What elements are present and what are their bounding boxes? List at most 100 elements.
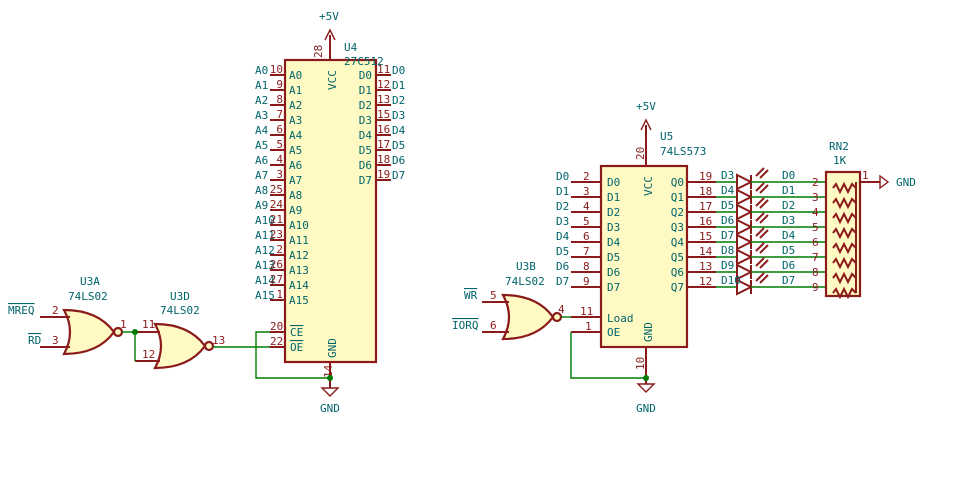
u5-wiring [561, 316, 649, 381]
led-diode-symbol [736, 188, 754, 206]
u5-output-pin-num: 17 [699, 200, 712, 213]
u4-data-net: D6 [392, 154, 405, 167]
led-net: D1 [782, 184, 795, 197]
u3d-nor-gate: U3D 74LS02 11 12 13 [135, 290, 225, 370]
u5-input-pin-num: 8 [583, 260, 590, 273]
u4-addr-pin-num: 1 [276, 288, 283, 301]
u5-power-label: +5V [636, 100, 656, 113]
u4-addr-pin-num: 4 [276, 153, 283, 166]
u4-addr-net: A0 [255, 64, 268, 77]
u4-data-net: D5 [392, 139, 405, 152]
u5-output-pin-name: Q0 [671, 176, 684, 189]
led-emission-arrows [755, 227, 769, 239]
u5-input-pin-num: 9 [583, 275, 590, 288]
u4-addr-pin-name: A14 [289, 279, 309, 292]
u5-input-net: D5 [556, 245, 569, 258]
u5-output-pin-name: Q1 [671, 191, 684, 204]
u3-wiring [122, 329, 333, 381]
u4-addr-pin-name: A15 [289, 294, 309, 307]
u5-gnd-label: GND [642, 322, 655, 342]
rn2-pin-num: 8 [812, 266, 819, 279]
u4-data-pin-name: D6 [359, 159, 372, 172]
led-ref: D10 [721, 274, 741, 287]
rn2-resistor-zigzag [832, 211, 857, 225]
u4-data-pin-name: D3 [359, 114, 372, 127]
u5-ground-label: GND [636, 402, 656, 415]
rn2-pin-num: 3 [812, 191, 819, 204]
u4-addr-pin-num: 2 [276, 243, 283, 256]
u4-data-pin-num: 16 [377, 123, 390, 136]
u3b-in1-pin: 5 [490, 289, 497, 302]
u4-addr-pin-num: 27 [270, 273, 283, 286]
u5-load-pin: 11 [580, 305, 593, 318]
u5-vcc-label: VCC [642, 176, 655, 196]
u4-data-pin-num: 17 [377, 138, 390, 151]
u5-input-pin-num: 6 [583, 230, 590, 243]
led-diode-symbol [736, 173, 754, 191]
u4-addr-pin-name: A11 [289, 234, 309, 247]
rn2-pin-num: 6 [812, 236, 819, 249]
u4-data-net: D7 [392, 169, 405, 182]
led-ref: D3 [721, 169, 734, 182]
led-ref: D6 [721, 214, 734, 227]
led-emission-arrows [755, 182, 769, 194]
u4-data-pin-num: 18 [377, 153, 390, 166]
led-net: D5 [782, 244, 795, 257]
u5-vcc-pin: 20 [634, 147, 647, 160]
u4-data-net: D3 [392, 109, 405, 122]
u3b-ref: U3B [516, 260, 536, 273]
u4-part: 27C512 [344, 55, 384, 68]
u5-ref: U5 [660, 130, 673, 143]
u5-input-pin-name: D3 [607, 221, 620, 234]
u4-addr-pin-num: 25 [270, 183, 283, 196]
led-ref: D4 [721, 184, 735, 197]
u4-addr-pin-num: 6 [276, 123, 283, 136]
u4-addr-pin-name: A10 [289, 219, 309, 232]
u5-output-pin-name: Q6 [671, 266, 684, 279]
u4-addr-pin-name: A7 [289, 174, 302, 187]
rn2-resistor-zigzag [832, 271, 857, 285]
u4-addr-pin-num: 10 [270, 63, 283, 76]
u4-data-pin-num: 13 [377, 93, 390, 106]
u5-output-pin-name: Q4 [671, 236, 685, 249]
u5-ground-symbol [636, 383, 656, 393]
u5-input-net: D0 [556, 170, 569, 183]
u4-addr-net: A8 [255, 184, 268, 197]
u4-data-pin-name: D5 [359, 144, 372, 157]
u4-addr-net: A1 [255, 79, 268, 92]
u5-input-pin-name: D1 [607, 191, 620, 204]
u4-addr-net: A11 [255, 229, 275, 242]
u5-output-pin-num: 12 [699, 275, 712, 288]
u5-input-pin-num: 7 [583, 245, 590, 258]
u4-gnd-pin: 14 [322, 364, 335, 378]
led-diode-symbol [736, 203, 754, 221]
u4-addr-net: A7 [255, 169, 268, 182]
u4-addr-net: A13 [255, 259, 275, 272]
led-ref: D7 [721, 229, 734, 242]
u5-output-pin-name: Q3 [671, 221, 684, 234]
u4-body [283, 58, 378, 364]
rn2-resistor-zigzag [832, 286, 857, 300]
rn2-pin-num: 7 [812, 251, 819, 264]
u4-addr-net: A3 [255, 109, 268, 122]
led-diode-symbol [736, 218, 754, 236]
u5-input-pin-name: D2 [607, 206, 620, 219]
led-net: D7 [782, 274, 795, 287]
u3b-part: 74LS02 [505, 275, 545, 288]
rn2-ref: RN2 [829, 140, 849, 153]
u4-addr-pin-name: A5 [289, 144, 302, 157]
net-rd: RD [28, 334, 41, 347]
rn2-pin-num: 2 [812, 176, 819, 189]
u4-ce-pin: 20 [270, 320, 283, 333]
u4-vcc-pin: 28 [312, 45, 325, 58]
u5-output-pin-num: 13 [699, 260, 712, 273]
rn2-common-pin: 1 [862, 169, 869, 182]
u5-input-pin-name: D5 [607, 251, 620, 264]
led-emission-arrows [755, 197, 769, 209]
